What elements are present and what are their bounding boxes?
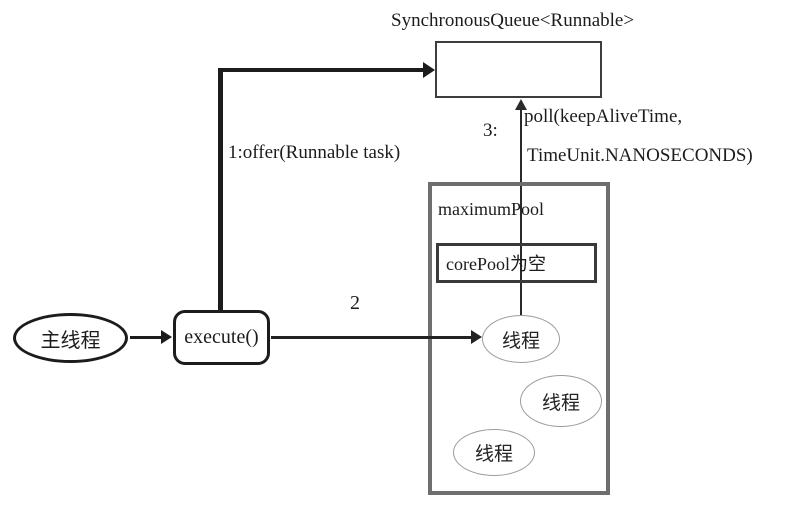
offer-arrow-vertical-line	[218, 68, 223, 311]
main-thread-ellipse: 主线程	[13, 313, 128, 363]
thread-ellipse-1: 线程	[482, 315, 560, 363]
thread-label: 线程	[501, 330, 540, 352]
execute-to-thread-arrow-line	[271, 336, 472, 339]
step3-label: 3:	[483, 120, 498, 141]
core-pool-label: corePool为空	[446, 254, 546, 274]
execute-node: execute()	[173, 310, 270, 365]
thread-label: 线程	[474, 444, 513, 465]
poll-arrow-line	[520, 109, 522, 316]
main-to-execute-arrowhead-icon	[161, 330, 172, 344]
thread-label: 线程	[541, 392, 580, 414]
thread-ellipse-3: 线程	[453, 429, 535, 476]
main-thread-label: 主线程	[40, 329, 101, 352]
synchronous-queue-title: SynchronousQueue<Runnable>	[391, 10, 635, 31]
execute-to-thread-arrowhead-icon	[471, 330, 482, 344]
step2-label: 2	[350, 292, 360, 314]
offer-arrow-horizontal-line	[218, 68, 424, 72]
poll-arrowhead-icon	[515, 99, 527, 110]
execute-label: execute()	[184, 326, 259, 348]
synchronous-queue-box	[435, 41, 602, 98]
poll-label-line1: poll(keepAliveTime,	[524, 106, 683, 127]
main-to-execute-arrow-line	[130, 336, 162, 339]
core-pool-box: corePool为空	[436, 243, 597, 283]
poll-label-line2: TimeUnit.NANOSECONDS)	[527, 145, 753, 166]
offer-label: 1:offer(Runnable task)	[228, 142, 401, 163]
maximum-pool-label: maximumPool	[438, 199, 545, 219]
thread-ellipse-2: 线程	[520, 375, 602, 427]
offer-arrowhead-icon	[423, 62, 435, 78]
